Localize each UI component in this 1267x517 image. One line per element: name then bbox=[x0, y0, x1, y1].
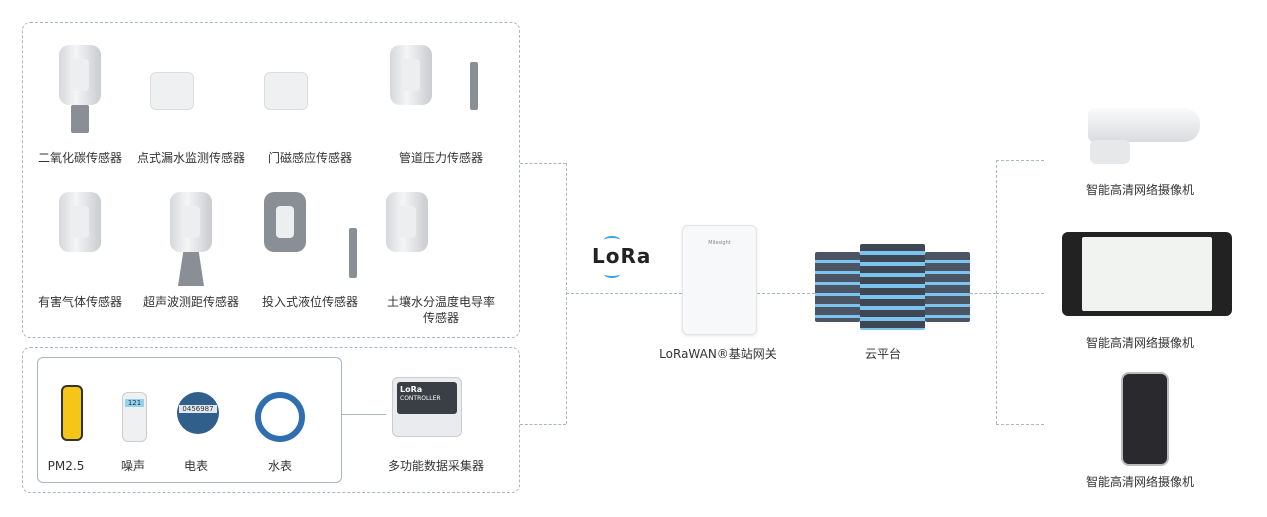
server-image bbox=[925, 252, 970, 322]
level-probe bbox=[349, 228, 357, 278]
connector bbox=[996, 160, 997, 424]
camera-mount bbox=[1090, 140, 1130, 164]
sensor-label: 有害气体传感器 bbox=[37, 295, 122, 309]
gateway-image: Milesight bbox=[682, 225, 757, 335]
collector-image: LoRa CONTROLLER bbox=[392, 377, 462, 437]
sensor-label: 门磁感应传感器 bbox=[267, 151, 352, 165]
phone-image bbox=[1121, 372, 1169, 466]
sensor-group-box bbox=[22, 22, 520, 338]
level-sensor-image bbox=[264, 192, 306, 252]
meter-inner-box bbox=[37, 357, 342, 483]
server-image bbox=[815, 252, 860, 322]
noise-meter-image: 121 bbox=[122, 392, 147, 442]
meter-label: 水表 bbox=[267, 459, 292, 473]
server-image bbox=[860, 244, 925, 330]
connector bbox=[520, 163, 566, 164]
gateway-label: LoRaWAN®基站网关 bbox=[659, 347, 777, 361]
camera-image bbox=[1088, 108, 1200, 142]
collector-device-text: LoRa bbox=[400, 385, 423, 394]
sensor-label: 管道压力传感器 bbox=[398, 151, 483, 165]
connector bbox=[757, 293, 815, 294]
meter-label: 噪声 bbox=[120, 459, 145, 473]
gas-sensor-image bbox=[59, 192, 101, 252]
sensor-label: 点式漏水监测传感器 bbox=[136, 151, 245, 165]
pressure-sensor-image bbox=[390, 45, 432, 105]
meter-group-box bbox=[22, 347, 520, 493]
endpoint-label: 智能高清网络摄像机 bbox=[1085, 475, 1194, 489]
co2-sensor-probe bbox=[71, 105, 89, 133]
connector bbox=[996, 293, 1044, 294]
ultrasonic-sensor-image bbox=[170, 192, 212, 252]
noise-reading: 121 bbox=[125, 399, 144, 407]
sensor-label: 超声波测距传感器 bbox=[142, 295, 239, 309]
meter-label: 电表 bbox=[183, 459, 208, 473]
electric-meter-image: 0456987 bbox=[177, 392, 219, 434]
sensor-label: 二氧化碳传感器 bbox=[37, 151, 122, 165]
monitor-image bbox=[1062, 232, 1232, 316]
gateway-brand: Milesight bbox=[708, 240, 731, 246]
sensor-label: 投入式液位传感器 bbox=[261, 295, 358, 309]
sensor-label: 土壤水分温度电导率 bbox=[386, 295, 495, 309]
collector-device-subtext: CONTROLLER bbox=[400, 395, 441, 402]
door-sensor-image bbox=[264, 72, 308, 110]
collector-label: 多功能数据采集器 bbox=[387, 459, 484, 473]
connector bbox=[566, 293, 682, 294]
connector bbox=[996, 424, 1044, 425]
connector bbox=[520, 424, 566, 425]
pressure-probe bbox=[470, 62, 478, 110]
leak-sensor-image bbox=[150, 72, 194, 110]
meter-to-collector-line bbox=[342, 414, 386, 415]
co2-sensor-image bbox=[59, 45, 101, 105]
meter-label: PM2.5 bbox=[47, 459, 85, 473]
soil-sensor-image bbox=[386, 192, 428, 252]
connector bbox=[996, 160, 1044, 161]
lora-logo: LoRa bbox=[592, 244, 652, 268]
sensor-label: 传感器 bbox=[422, 311, 459, 325]
endpoint-label: 智能高清网络摄像机 bbox=[1085, 336, 1194, 350]
endpoint-label: 智能高清网络摄像机 bbox=[1085, 183, 1194, 197]
cloud-label: 云平台 bbox=[864, 347, 901, 361]
electric-reading: 0456987 bbox=[179, 405, 217, 413]
pm25-meter-image bbox=[61, 385, 83, 441]
water-meter-image bbox=[255, 392, 305, 442]
lora-wave-icon bbox=[604, 236, 620, 244]
lora-wave-icon bbox=[604, 270, 620, 278]
connector bbox=[970, 293, 996, 294]
